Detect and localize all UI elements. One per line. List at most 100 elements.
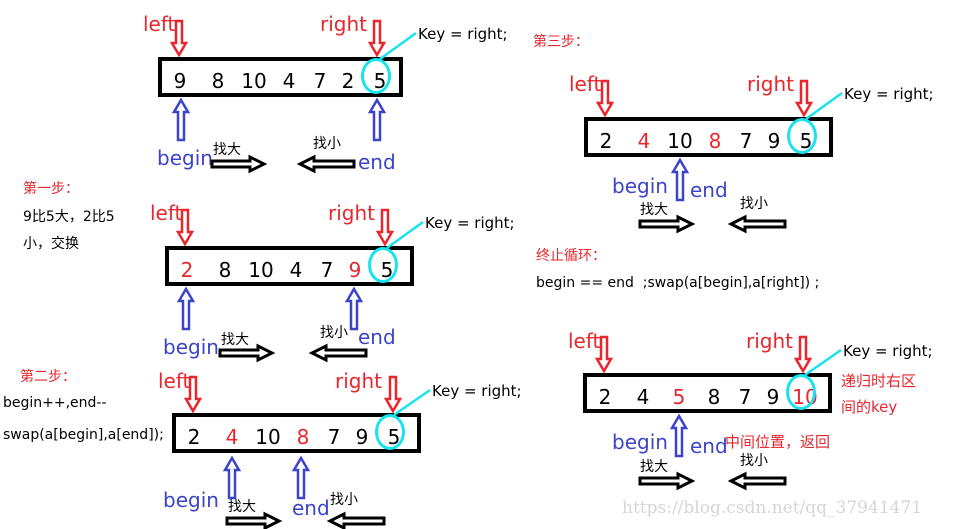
end-label: end xyxy=(690,178,728,202)
right-down-arrow-icon xyxy=(375,208,395,247)
array-cell: 9 xyxy=(173,69,187,93)
left-label: left xyxy=(568,329,601,353)
left-down-arrow-icon xyxy=(175,208,195,247)
array-cell: 7 xyxy=(320,258,334,282)
left-arrow-icon xyxy=(296,154,356,174)
array-cell: 2 xyxy=(187,425,201,449)
step1-line2: 小，交换 xyxy=(23,236,79,252)
find-small-label: 找小 xyxy=(313,136,341,152)
right-down-arrow-icon xyxy=(367,19,387,58)
key-circle xyxy=(361,58,391,94)
end-label: end xyxy=(292,496,330,520)
right-arrow-icon xyxy=(638,471,696,491)
recursion-line1: 递归时右区 xyxy=(841,372,917,390)
stop-line: begin == end ;swap(a[begin],a[right]) ; xyxy=(536,275,820,291)
array-cell: 8 xyxy=(218,258,232,282)
key-connector-line xyxy=(379,31,417,61)
end-up-arrow-icon xyxy=(344,286,364,331)
step3-title: 第三步： xyxy=(533,34,589,50)
key-label: Key = right; xyxy=(425,214,515,232)
end-up-arrow-icon xyxy=(291,455,311,500)
array-cell: 8 xyxy=(708,129,722,153)
right-label: right xyxy=(335,369,382,393)
key-connector-line xyxy=(386,220,424,250)
find-big-label: 找大 xyxy=(213,142,241,158)
begin-up-arrow-icon xyxy=(222,455,242,500)
key-connector-line xyxy=(804,348,842,377)
begin-label: begin xyxy=(157,146,213,170)
stop-title: 终止循环： xyxy=(536,248,606,264)
right-label: right xyxy=(746,329,793,353)
array-cell: 2 xyxy=(341,69,355,93)
watermark: https://blog.csdn.net/qq_37941471 xyxy=(622,498,923,518)
end-up-arrow-icon xyxy=(367,97,387,142)
array-cell: 8 xyxy=(296,425,310,449)
array-cell: 10 xyxy=(667,129,693,153)
right-arrow-icon xyxy=(638,214,696,234)
right-arrow-icon xyxy=(210,154,268,174)
key-label: Key = right; xyxy=(418,25,508,43)
begin-up-arrow-icon xyxy=(171,97,191,142)
left-arrow-icon xyxy=(727,471,787,491)
end-label: end xyxy=(358,150,396,174)
right-arrow-icon xyxy=(218,343,276,363)
left-label: left xyxy=(150,201,183,225)
find-big-label: 找大 xyxy=(228,499,256,515)
key-circle xyxy=(786,374,816,410)
array-cell: 4 xyxy=(289,258,303,282)
left-label: left xyxy=(569,72,602,96)
array-cell: 2 xyxy=(598,385,612,409)
begin-label: begin xyxy=(163,335,219,359)
left-down-arrow-icon xyxy=(594,335,614,374)
step1-line1: 9比5大，2比5 xyxy=(23,209,115,225)
find-big-label: 找大 xyxy=(640,202,668,218)
key-connector-line xyxy=(393,388,431,417)
find-small-label: 找小 xyxy=(740,453,768,469)
find-big-label: 找大 xyxy=(221,332,249,348)
array-cell: 7 xyxy=(739,129,753,153)
key-label: Key = right; xyxy=(432,382,522,400)
begin-up-arrow-icon xyxy=(669,413,689,458)
array-cell: 7 xyxy=(313,69,327,93)
array-cell: 7 xyxy=(738,385,752,409)
right-down-arrow-icon xyxy=(793,335,813,374)
left-down-arrow-icon xyxy=(169,19,189,58)
left-down-arrow-icon xyxy=(183,375,203,414)
array-cell: 5 xyxy=(672,385,686,409)
array-cell: 10 xyxy=(255,425,281,449)
end-label: end xyxy=(690,434,728,458)
left-arrow-icon xyxy=(326,511,386,529)
find-small-label: 找小 xyxy=(740,196,768,212)
left-label: left xyxy=(158,369,191,393)
find-small-label: 找小 xyxy=(330,492,358,508)
array-cell: 4 xyxy=(636,385,650,409)
array-cell: 10 xyxy=(241,69,267,93)
right-down-arrow-icon xyxy=(794,79,814,118)
array-cell: 9 xyxy=(767,129,781,153)
find-big-label: 找大 xyxy=(640,459,668,475)
right-label: right xyxy=(747,72,794,96)
right-down-arrow-icon xyxy=(383,375,403,414)
array-cell: 9 xyxy=(355,425,369,449)
key-connector-line xyxy=(805,91,843,121)
step2-line2: swap(a[begin],a[end]); xyxy=(3,427,164,443)
left-label: left xyxy=(143,12,176,36)
array-cell: 8 xyxy=(707,385,721,409)
begin-label: begin xyxy=(612,174,668,198)
step1-title: 第一步： xyxy=(23,181,79,197)
middle-return-note: 中间位置，返回 xyxy=(725,433,831,451)
right-arrow-icon xyxy=(225,511,283,529)
array-cell: 10 xyxy=(248,258,274,282)
begin-up-arrow-icon xyxy=(176,286,196,331)
array-cell: 4 xyxy=(225,425,239,449)
key-label: Key = right; xyxy=(844,85,934,103)
right-label: right xyxy=(320,12,367,36)
array-cell: 9 xyxy=(348,258,362,282)
key-label: Key = right; xyxy=(843,342,933,360)
array-cell: 9 xyxy=(766,385,780,409)
array-cell: 2 xyxy=(180,258,194,282)
begin-label: begin xyxy=(163,488,219,512)
end-label: end xyxy=(358,325,396,349)
